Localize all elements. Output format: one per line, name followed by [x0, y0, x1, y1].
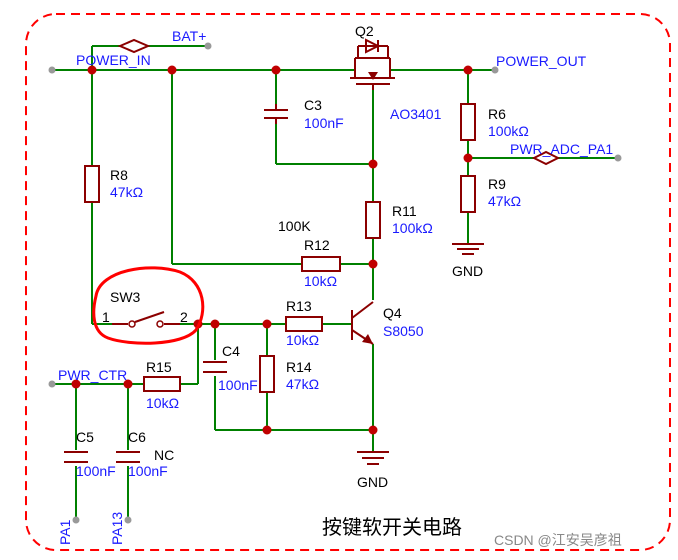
pa13-port-icon — [124, 516, 132, 524]
pa1-net-label: PA1 — [57, 519, 73, 545]
c6-ref: C6 — [128, 429, 146, 445]
r12-ref: R12 — [304, 237, 330, 253]
power-out-port-icon — [491, 66, 499, 74]
q2-ref: Q2 — [355, 23, 374, 39]
pwr-adc-net-label: PWR_ADC_PA1 — [510, 141, 613, 157]
r8-resistor-symbol — [84, 165, 100, 203]
junctions — [71, 65, 473, 435]
q4-ref: Q4 — [383, 305, 402, 321]
r6-ref: R6 — [488, 106, 506, 122]
power-in-port-icon — [48, 66, 56, 74]
c6-capacitor-symbol — [116, 451, 140, 463]
r11-ref: R11 — [392, 203, 417, 219]
c5-ref: C5 — [76, 429, 94, 445]
pwr-adc-net-flag-icon — [531, 150, 561, 166]
gnd2-label: GND — [357, 474, 388, 490]
r12-value: 10kΩ — [304, 273, 337, 289]
r14-value: 47kΩ — [286, 376, 319, 392]
sw3-highlight-circle — [92, 266, 205, 345]
gnd1-symbol-icon — [452, 243, 484, 255]
r15-resistor-symbol — [143, 376, 181, 392]
q2-pmos-symbol — [350, 38, 395, 90]
power-in-net-label: POWER_IN — [76, 52, 151, 68]
c4-capacitor-symbol — [203, 361, 227, 373]
r11-value: 100kΩ — [392, 220, 433, 236]
r15-value: 10kΩ — [146, 395, 179, 411]
pa13-net-label: PA13 — [109, 512, 125, 545]
r13-ref: R13 — [286, 298, 312, 314]
sw3-ref: SW3 — [110, 289, 141, 305]
pwr-ctr-net-label: PWR_CTR — [58, 367, 127, 383]
r9-ref: R9 — [488, 176, 506, 192]
q2-part: AO3401 — [390, 106, 442, 122]
c3-value: 100nF — [304, 115, 344, 131]
watermark: CSDN @江安吴彦祖 — [494, 532, 622, 548]
power-out-net-label: POWER_OUT — [496, 53, 587, 69]
c5-value: 100nF — [76, 463, 116, 479]
c4-value: 100nF — [218, 377, 258, 393]
r6-value: 100kΩ — [488, 123, 529, 139]
r12-note: 100K — [278, 218, 311, 234]
r13-resistor-symbol — [285, 316, 323, 332]
gnd2-symbol-icon — [357, 451, 389, 465]
sw3-pin2: 2 — [180, 309, 188, 325]
pwr-adc-port-icon — [614, 154, 622, 162]
r8-ref: R8 — [110, 167, 128, 183]
r14-resistor-symbol — [259, 355, 275, 393]
gnd1-label: GND — [452, 263, 483, 279]
pa1-port-icon — [72, 516, 80, 524]
bat-net-label: BAT+ — [172, 28, 206, 44]
r8-value: 47kΩ — [110, 184, 143, 200]
sheet-border — [25, 13, 671, 551]
c6-value: 100nF — [128, 463, 168, 479]
r12-resistor-symbol — [301, 256, 341, 272]
c3-capacitor-symbol — [264, 104, 288, 124]
c6-note: NC — [154, 447, 174, 463]
c5-capacitor-symbol — [64, 451, 88, 463]
sw3-switch-symbol — [112, 311, 180, 328]
r9-resistor-symbol — [460, 175, 476, 213]
r15-ref: R15 — [146, 359, 172, 375]
c4-ref: C4 — [222, 343, 240, 359]
sw3-pin1: 1 — [102, 309, 110, 325]
pwr-ctr-port-icon — [48, 380, 56, 388]
q4-npn-symbol — [351, 301, 374, 345]
r9-value: 47kΩ — [488, 193, 521, 209]
r11-resistor-symbol — [365, 201, 381, 239]
r14-ref: R14 — [286, 359, 312, 375]
c3-ref: C3 — [304, 97, 322, 113]
bat-net-flag-icon — [117, 38, 151, 54]
r13-value: 10kΩ — [286, 332, 319, 348]
diagram-caption: 按键软开关电路 — [322, 515, 462, 539]
r6-resistor-symbol — [460, 103, 476, 141]
bat-port-icon — [204, 42, 212, 50]
q4-part: S8050 — [383, 323, 424, 339]
